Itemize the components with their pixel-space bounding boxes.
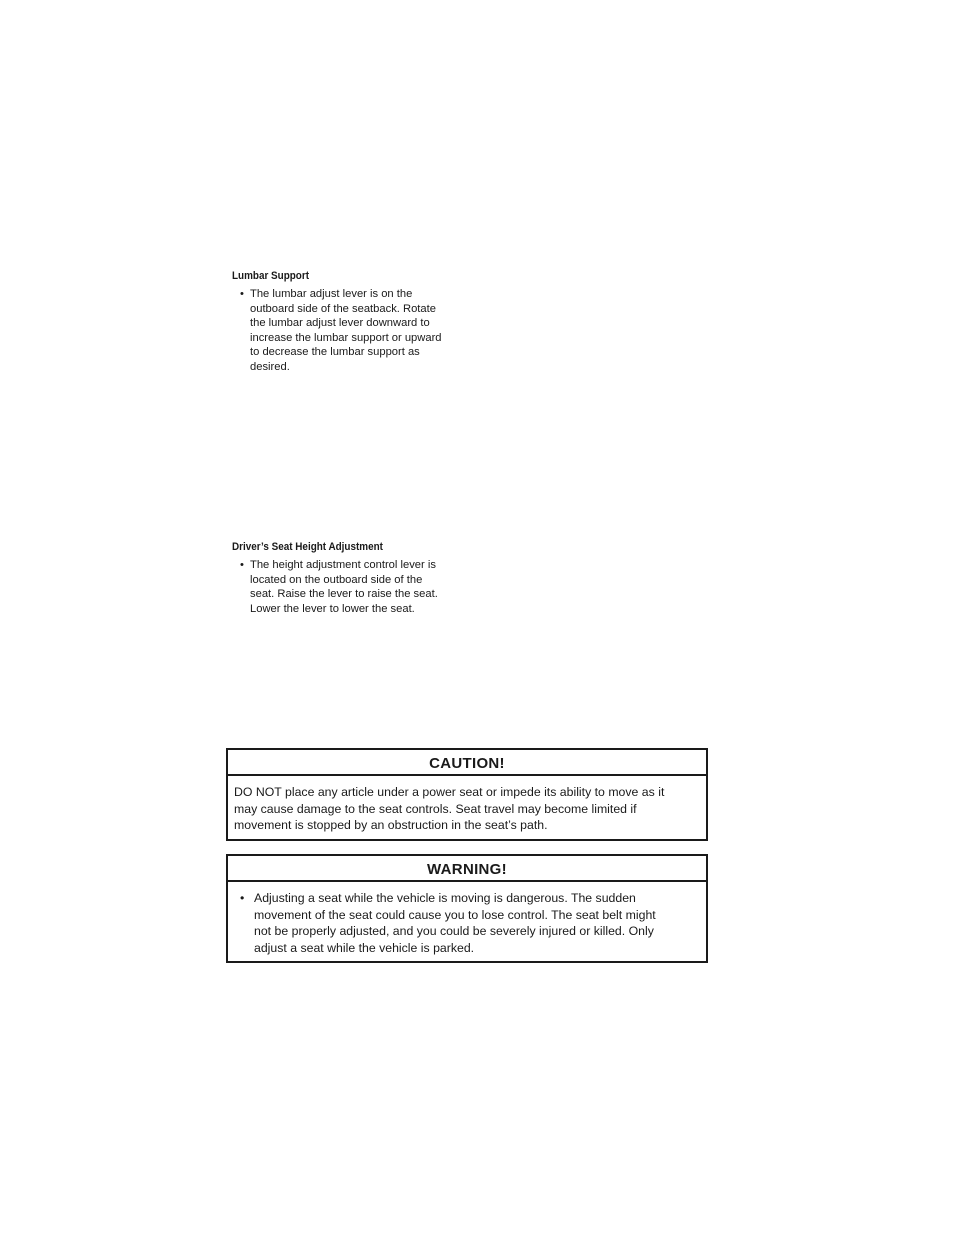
lumbar-support-text: The lumbar adjust lever is on the outboa… — [250, 287, 472, 374]
text-line: desired. — [250, 360, 290, 373]
caution-title: CAUTION! — [228, 750, 706, 776]
seat-height-text: The height adjustment control lever is l… — [250, 558, 472, 616]
text-line: movement is stopped by an obstruction in… — [234, 818, 548, 832]
caution-body: DO NOT place any article under a power s… — [228, 776, 706, 834]
bullet-icon: • — [240, 891, 245, 905]
text-line: Lower the lever to lower the seat. — [250, 602, 415, 615]
seat-height-bullet: • The height adjustment control lever is… — [232, 558, 472, 616]
text-line: not be properly adjusted, and you could … — [254, 924, 654, 938]
warning-box: WARNING! • Adjusting a seat while the ve… — [226, 854, 708, 963]
warning-title: WARNING! — [228, 856, 706, 882]
caution-box: CAUTION! DO NOT place any article under … — [226, 748, 708, 841]
text-line: seat. Raise the lever to raise the seat. — [250, 588, 438, 600]
lumbar-support-heading: Lumbar Support — [232, 270, 310, 282]
bullet-icon: • — [240, 559, 244, 571]
warning-bullet: • Adjusting a seat while the vehicle is … — [234, 890, 700, 956]
seat-height-section: Driver’s Seat Height Adjustment • The he… — [232, 541, 472, 616]
text-line: The height adjustment control lever is — [250, 559, 436, 571]
text-line: Adjusting a seat while the vehicle is mo… — [254, 891, 636, 905]
text-line: adjust a seat while the vehicle is parke… — [254, 940, 475, 955]
text-line: outboard side of the seatback. Rotate — [250, 302, 436, 315]
seat-height-heading: Driver’s Seat Height Adjustment — [232, 541, 383, 553]
bullet-icon: • — [240, 288, 244, 300]
text-line: to decrease the lumbar support as — [250, 346, 420, 358]
text-line: The lumbar adjust lever is on the — [250, 288, 413, 300]
warning-body: • Adjusting a seat while the vehicle is … — [228, 882, 706, 956]
text-line: DO NOT place any article under a power s… — [234, 785, 665, 799]
text-line: may cause damage to the seat controls. S… — [234, 801, 637, 816]
text-line: increase the lumbar support or upward — [250, 331, 442, 344]
text-line: located on the outboard side of the — [250, 573, 423, 586]
text-line: movement of the seat could cause you to … — [254, 907, 656, 922]
lumbar-support-bullet: • The lumbar adjust lever is on the outb… — [232, 287, 472, 374]
text-line: the lumbar adjust lever downward to — [250, 317, 430, 329]
lumbar-support-section: Lumbar Support • The lumbar adjust lever… — [232, 270, 472, 374]
